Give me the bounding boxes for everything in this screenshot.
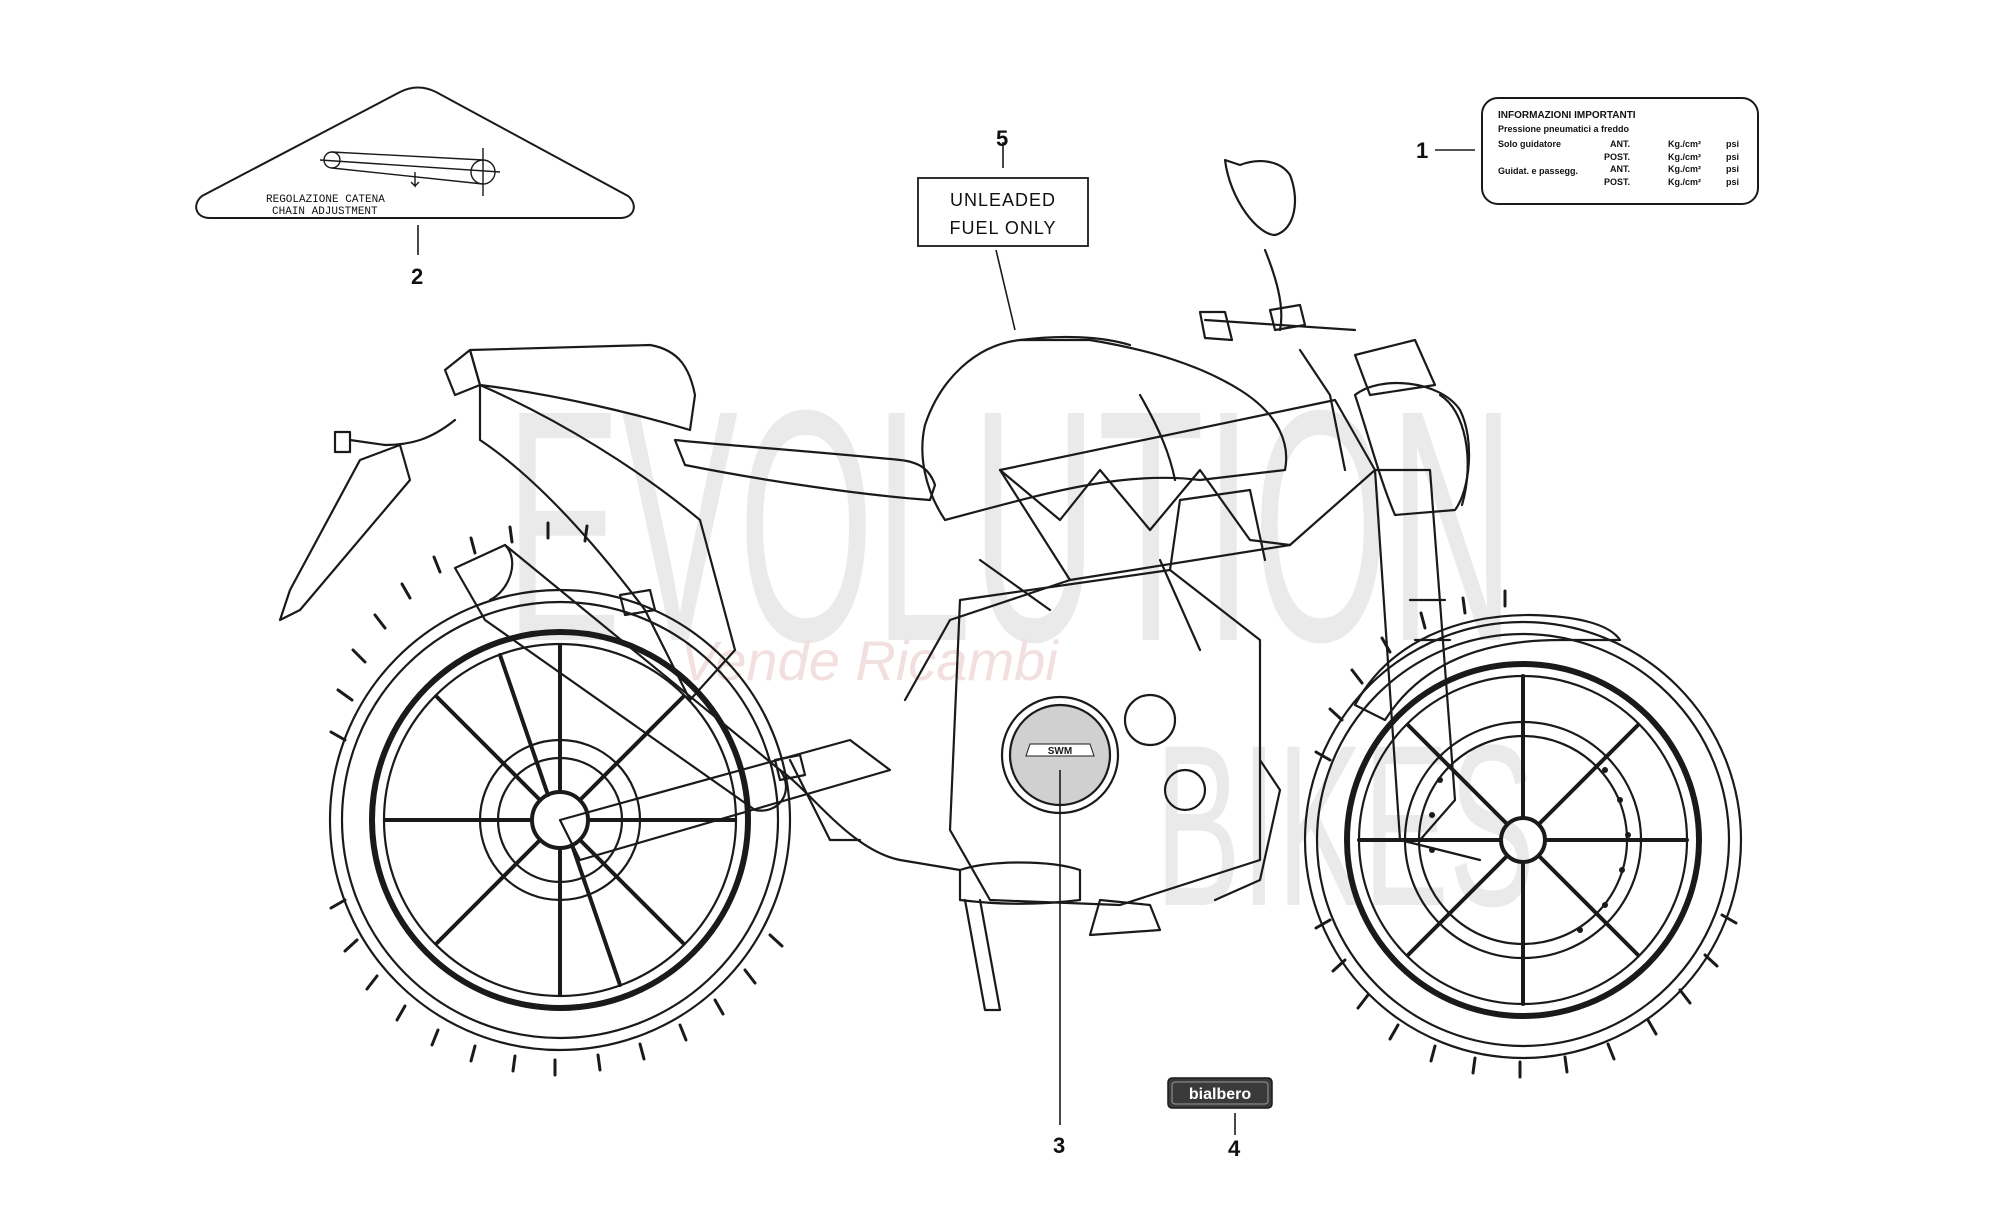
callout-3: 3 (1053, 1133, 1065, 1158)
footpegs (618, 588, 807, 782)
fuel-label-line2: FUEL ONLY (949, 218, 1056, 238)
callout-5: 5 (996, 126, 1008, 151)
motorcycle-drawing (278, 158, 1743, 1079)
bialbero-badge: bialbero (1167, 1077, 1273, 1109)
license-plate-holder (278, 418, 457, 622)
tyre-label-rear-1: POST. (1604, 152, 1630, 162)
tyre-label-unit-2: Kg./cm² (1668, 152, 1701, 162)
tyre-label-unit-4: Kg./cm² (1668, 177, 1701, 187)
front-fork (1373, 468, 1482, 862)
handlebar-mirror (1198, 158, 1357, 472)
trellis-frame (903, 398, 1377, 702)
tyre-label-psi-4: psi (1726, 177, 1739, 187)
tyre-pressure-label: INFORMAZIONI IMPORTANTI Pressione pneuma… (1481, 97, 1759, 205)
tail-section (443, 343, 737, 702)
tyre-label-unit-3: Kg./cm² (1668, 164, 1701, 174)
seat (673, 438, 937, 502)
fuel-tank (921, 335, 1288, 522)
tyre-label-psi-2: psi (1726, 152, 1739, 162)
headlight (1353, 338, 1471, 517)
chain-diagram-icon (319, 148, 501, 196)
tyre-label-front-1: ANT. (1610, 139, 1630, 149)
clutch-cover-logo-text: SWM (1048, 746, 1072, 757)
front-wheel (1303, 589, 1743, 1079)
tyre-label-subtitle: Pressione pneumatici a freddo (1498, 124, 1630, 134)
callout-1: 1 (1416, 138, 1428, 163)
tyre-label-psi-3: psi (1726, 164, 1739, 174)
swingarm (558, 738, 892, 862)
tyre-label-unit-1: Kg./cm² (1668, 139, 1701, 149)
tyre-label-rear-2: POST. (1604, 177, 1630, 187)
engine (948, 488, 1282, 937)
chain-adjustment-label: REGOLAZIONE CATENA CHAIN ADJUSTMENT (195, 86, 635, 219)
kickstand (963, 898, 1002, 1012)
callout-4: 4 (1228, 1136, 1241, 1161)
chain-label-line2: CHAIN ADJUSTMENT (272, 206, 378, 218)
tyre-label-front-2: ANT. (1610, 164, 1630, 174)
fuel-label: UNLEADED FUEL ONLY (917, 177, 1089, 247)
tyre-label-title: INFORMAZIONI IMPORTANTI (1498, 110, 1636, 121)
tyre-label-psi-1: psi (1726, 139, 1739, 149)
watermark-script: Vende Ricambi (680, 629, 1059, 692)
chain-label-line1: REGOLAZIONE CATENA (266, 194, 385, 206)
clutch-cover-logo: SWM (1025, 743, 1095, 757)
bialbero-badge-text: bialbero (1189, 1086, 1251, 1103)
tyre-label-rider: Solo guidatore (1498, 139, 1561, 149)
watermark-main: EVOLUTION (505, 341, 1515, 710)
fuel-label-line1: UNLEADED (950, 190, 1056, 210)
tyre-label-rider-passenger: Guidat. e passegg. (1498, 166, 1578, 176)
callout-numbers: 1 2 3 4 5 (411, 126, 1428, 1161)
rear-wheel (328, 521, 792, 1077)
leader-lines (417, 142, 1475, 1135)
callout-2: 2 (411, 264, 423, 289)
